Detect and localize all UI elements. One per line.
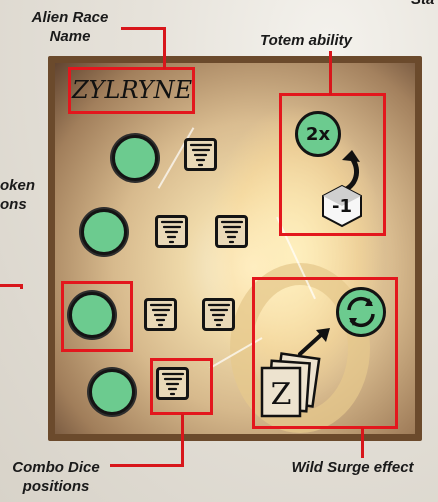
wild-surge-callout: Wild Surge effect	[270, 458, 435, 477]
combo-die-4	[144, 298, 177, 331]
connector-token-h	[0, 284, 22, 287]
callout-line-2: positions	[2, 477, 110, 496]
token-slot-1[interactable]	[112, 135, 158, 181]
connector-surge	[361, 428, 364, 458]
totem-ability-highlight	[279, 93, 386, 236]
callout-line-1: Combo Dice	[2, 458, 110, 477]
tornado-icon	[207, 302, 231, 328]
totem-ability-callout: Totem ability	[246, 31, 366, 50]
wild-surge-highlight	[252, 277, 398, 429]
combo-die-3	[215, 215, 248, 248]
callout-line-1: Alien Race	[10, 8, 130, 27]
connector-race-v	[163, 27, 166, 69]
tornado-icon	[160, 219, 184, 245]
token-position-highlight	[61, 281, 133, 352]
race-name-highlight	[68, 67, 195, 114]
tornado-icon	[189, 142, 213, 168]
callout-line-1: oken	[0, 176, 30, 195]
connector-totem	[329, 51, 332, 95]
tornado-icon	[220, 219, 244, 245]
corner-callout: Sta	[411, 0, 434, 9]
token-positions-callout: oken ons	[0, 176, 30, 214]
callout-line-2: ons	[0, 195, 30, 214]
connector-token-v	[20, 284, 23, 289]
alien-race-name-callout: Alien Race Name	[10, 8, 130, 46]
combo-die-1	[184, 138, 217, 171]
combo-dice-callout: Combo Dice positions	[2, 458, 110, 496]
callout-line-2: Name	[10, 27, 130, 46]
connector-race-h	[121, 27, 166, 30]
connector-combo-v	[181, 414, 184, 466]
token-slot-4[interactable]	[89, 369, 135, 415]
connector-combo-h	[110, 464, 184, 467]
token-slot-2[interactable]	[81, 209, 127, 255]
combo-die-5	[202, 298, 235, 331]
tornado-icon	[149, 302, 173, 328]
combo-die-2	[155, 215, 188, 248]
combo-dice-highlight	[150, 358, 213, 415]
